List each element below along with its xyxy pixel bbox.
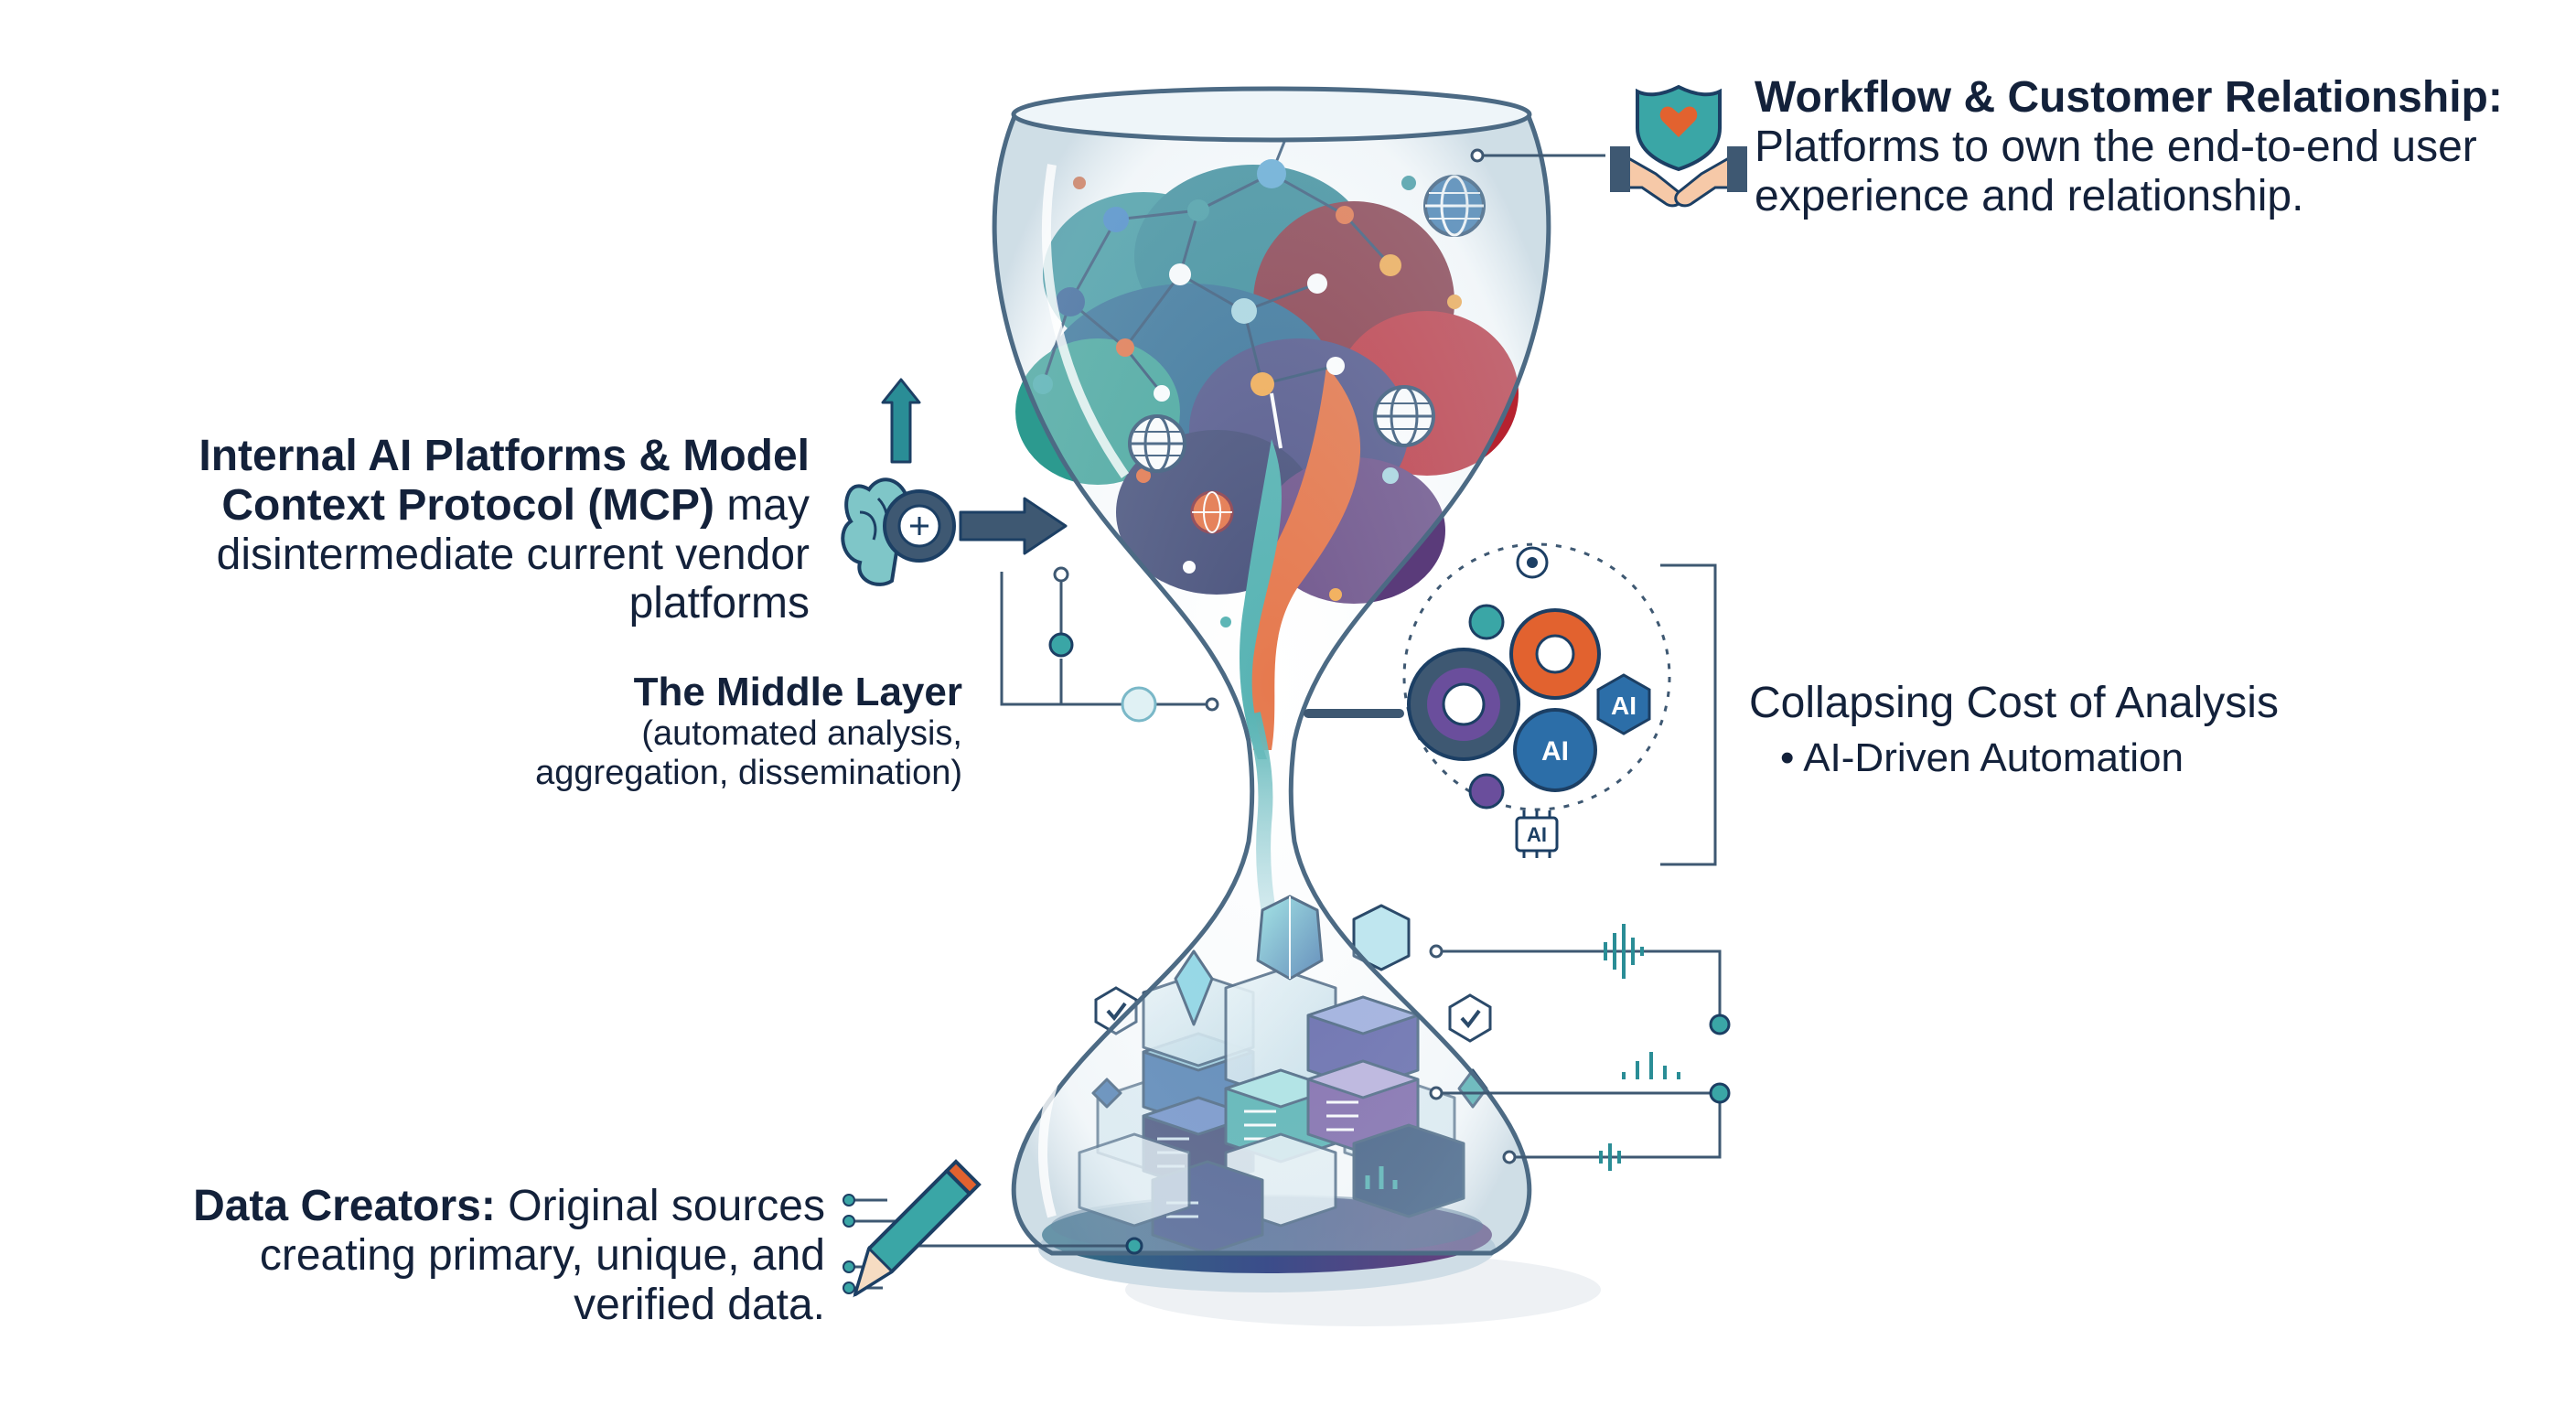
- connector-node: [1429, 944, 1444, 959]
- middle-layer-title: The Middle Layer: [633, 670, 962, 714]
- workflow-description: Platforms to own the end-to-end user exp…: [1755, 122, 2477, 220]
- waveform-icon: [1622, 1052, 1680, 1079]
- checkmark-icon: [1448, 993, 1492, 1043]
- middle-layer-block: The Middle Layer (automated analysis, ag…: [494, 670, 962, 792]
- connector-node: [1205, 697, 1219, 712]
- gear-icon: [1407, 648, 1520, 761]
- ai-chip-label: AI: [1527, 823, 1547, 846]
- data-creators-title: Data Creators:: [193, 1182, 496, 1230]
- middle-layer-description: (automated analysis, aggregation, dissem…: [535, 714, 962, 792]
- hourglass-glass: [992, 112, 1551, 1256]
- ai-badge-large: AI: [1541, 736, 1569, 767]
- workflow-title: Workflow & Customer Relationship:: [1755, 73, 2503, 122]
- gear-icon: [1509, 608, 1601, 700]
- handshake-shield-icon: [1610, 84, 1747, 208]
- workflow-block: Workflow & Customer Relationship: Platfo…: [1755, 73, 2541, 220]
- connector-node: [1502, 1150, 1517, 1164]
- ai-badge-side: AI: [1596, 673, 1651, 735]
- connector-node: [843, 1194, 855, 1294]
- waveform-icon: [1604, 924, 1644, 979]
- collapsing-cost-bracket: [1660, 563, 1717, 866]
- arrow-up-icon: [881, 378, 921, 464]
- internal-ai-block: Internal AI Platforms & Model Context Pr…: [160, 432, 810, 628]
- gear-icon: [1468, 604, 1505, 640]
- connector-node: [1709, 1082, 1731, 1104]
- gear-icon: [1516, 546, 1549, 579]
- connector-node: [1125, 1237, 1143, 1255]
- internal-ai-description: may disintermediate current vendor platf…: [216, 480, 810, 628]
- hourglass-rim: [1011, 86, 1532, 143]
- data-creators-connector: [851, 1198, 1130, 1290]
- connector-node: [1470, 148, 1485, 163]
- data-creators-description: Original sources creating primary, uniqu…: [259, 1182, 825, 1329]
- brain-gear-icon: [841, 477, 956, 586]
- connector-node: [1709, 1014, 1731, 1035]
- gear-icon: [1468, 773, 1505, 810]
- connector-node: [1048, 632, 1074, 658]
- gear-icon: AI: [1513, 708, 1597, 792]
- collapsing-cost-title: Collapsing Cost of Analysis: [1749, 679, 2279, 727]
- internal-ai-title: Internal AI Platforms & Model Context Pr…: [199, 432, 810, 530]
- ai-badge-side-label: AI: [1611, 692, 1637, 720]
- connector-node: [1053, 566, 1069, 583]
- data-connectors-right: [1436, 949, 1722, 1159]
- glass-highlight: [1041, 164, 1130, 478]
- glass-highlight: [1038, 1022, 1084, 1218]
- collapsing-cost-block: Collapsing Cost of Analysis • AI-Driven …: [1749, 679, 2408, 780]
- chip-icon: AI: [1515, 810, 1559, 858]
- gear-cluster: AI AI AI: [1304, 542, 1671, 858]
- pencil-icon: [853, 1159, 982, 1298]
- connector-node: [1429, 1086, 1444, 1100]
- arrow-right-icon: [959, 497, 1068, 555]
- collapsing-cost-bullet: AI-Driven Automation: [1803, 735, 2184, 780]
- bullet-dot: •: [1780, 735, 1804, 780]
- waveform-icon: [1599, 1143, 1621, 1171]
- data-creators-block: Data Creators: Original sources creating…: [165, 1182, 825, 1329]
- connector-node: [1121, 686, 1157, 723]
- collapsing-cost-bullet-row: • AI-Driven Automation: [1749, 735, 2408, 780]
